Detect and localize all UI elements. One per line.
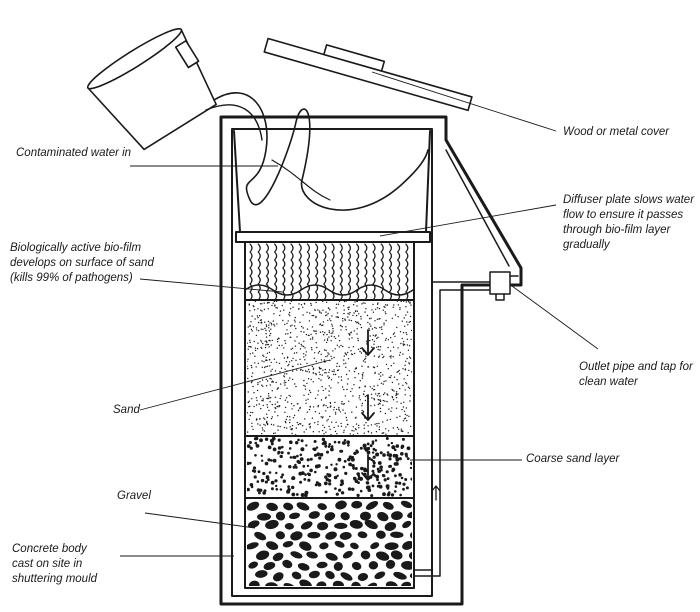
- label-contaminated-water: Contaminated water in: [16, 147, 132, 159]
- label-diffuser: Diffuser plate slows water flow to ensur…: [563, 194, 695, 251]
- supernatant-water: [244, 243, 414, 301]
- label-wood-cover: Wood or metal cover: [563, 126, 670, 138]
- filter-bed: [244, 241, 415, 589]
- inner-chamber: [231, 128, 433, 597]
- label-biofilm: Biologically active bio-film develops on…: [10, 242, 154, 284]
- outlet-pipe: [413, 281, 493, 577]
- label-outlet: Outlet pipe and tap for clean water: [579, 361, 693, 388]
- flow-arrow-icon: [431, 485, 441, 501]
- label-gravel: Gravel: [117, 490, 151, 502]
- flow-arrow-icon: [361, 394, 375, 421]
- water-stream: [213, 92, 429, 211]
- diffuser-plate: [235, 231, 431, 243]
- label-concrete: Concrete body cast on site in shuttering…: [12, 543, 98, 585]
- label-coarse-sand: Coarse sand layer: [526, 453, 620, 465]
- label-sand: Sand: [113, 404, 140, 416]
- flow-arrow-icon: [361, 329, 375, 356]
- bucket-icon: [86, 28, 217, 151]
- wood-cover: [263, 37, 473, 112]
- flow-arrow-icon: [361, 454, 375, 481]
- outlet-tap: [489, 271, 511, 295]
- inlet-tank: [233, 130, 431, 233]
